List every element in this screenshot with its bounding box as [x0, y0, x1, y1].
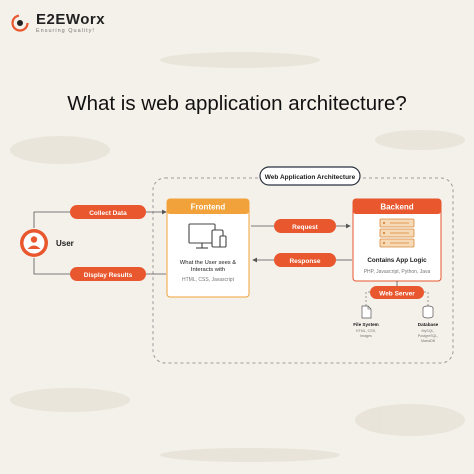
- database-sub2: PostgreSQL,: [418, 334, 439, 338]
- file-system-node: File System HTML, CSS, Images: [353, 305, 379, 338]
- frontend-tech: HTML, CSS, Javascript: [182, 277, 235, 283]
- logo-icon: [11, 14, 29, 32]
- database-sub3: MariaDB: [421, 339, 436, 343]
- brand-tagline: Ensuring Quality!: [36, 28, 95, 34]
- collect-data-pill: Collect Data: [70, 205, 146, 219]
- user-icon: [27, 236, 41, 249]
- architecture-header: Web Application Architecture: [259, 166, 361, 186]
- user-label: User: [56, 239, 74, 248]
- webserver-connectors: [365, 291, 429, 306]
- user-node[interactable]: User: [20, 229, 74, 257]
- page-title: What is web application architecture?: [67, 92, 407, 115]
- request-label: Request: [292, 224, 318, 231]
- backend-title: Backend: [380, 203, 413, 212]
- user-connectors: [33, 209, 167, 275]
- display-results-pill: Display Results: [70, 267, 146, 281]
- collect-data-label: Collect Data: [89, 210, 127, 217]
- backend-box: Backend Contains App Logic PHP, Javascri…: [352, 198, 442, 282]
- display-results-label: Display Results: [84, 272, 133, 279]
- backend-desc: Contains App Logic: [367, 257, 427, 264]
- web-server-pill: Web Server: [370, 286, 424, 299]
- frontend-desc-line1: What the User sees &: [180, 260, 237, 266]
- devices-icon: [188, 223, 227, 249]
- response-pill: Response: [274, 253, 336, 267]
- file-system-sub2: Images: [360, 334, 372, 338]
- brand-logo[interactable]: E2EWorx Ensuring Quality!: [10, 12, 105, 34]
- brand-name: E2EWorx: [36, 11, 106, 28]
- database-icon: [422, 305, 434, 319]
- file-icon: [361, 305, 372, 319]
- request-pill: Request: [274, 219, 336, 233]
- response-label: Response: [289, 258, 320, 265]
- backend-tech: PHP, Javascript, Python, Java: [364, 269, 431, 275]
- frontend-desc-line2: Interacts with: [191, 267, 225, 273]
- architecture-header-label: Web Application Architecture: [265, 174, 356, 181]
- database-node: Database MySQL, PostgreSQL, MariaDB: [418, 305, 439, 343]
- file-system-sub1: HTML, CSS,: [356, 329, 376, 333]
- request-response-connectors: [251, 223, 352, 263]
- frontend-title: Frontend: [191, 203, 226, 212]
- server-rack-icon: [379, 218, 415, 248]
- database-sub1: MySQL,: [422, 329, 435, 333]
- file-system-label: File System: [353, 322, 379, 327]
- web-server-label: Web Server: [379, 291, 415, 298]
- database-label: Database: [418, 322, 439, 327]
- frontend-box: Frontend What the User sees & Interacts …: [166, 198, 250, 298]
